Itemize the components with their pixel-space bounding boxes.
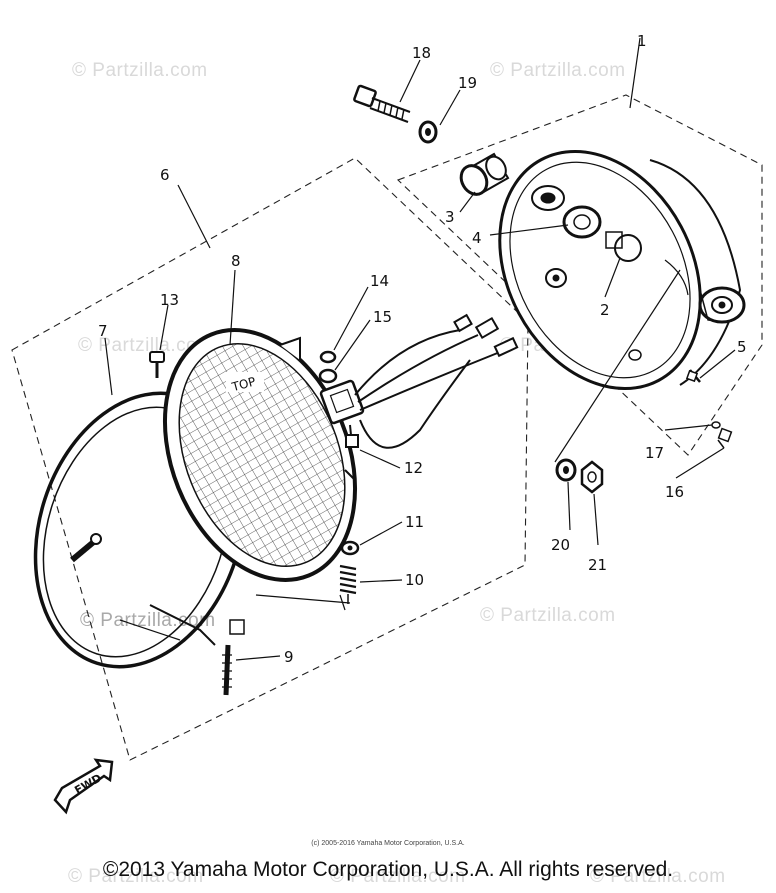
callout-12: 12 bbox=[404, 459, 423, 477]
callout-3: 3 bbox=[445, 208, 455, 226]
callout-13: 13 bbox=[160, 291, 179, 309]
washer-20 bbox=[555, 458, 577, 482]
callout-7: 7 bbox=[98, 322, 108, 340]
callout-8: 8 bbox=[231, 252, 241, 270]
bolt-16 bbox=[717, 427, 733, 449]
callout-17: 17 bbox=[645, 444, 664, 462]
callout-16: 16 bbox=[665, 483, 684, 501]
adjusting-screw-9 bbox=[222, 619, 245, 696]
callout-18: 18 bbox=[412, 44, 431, 62]
grommet bbox=[459, 152, 510, 196]
footer-copyright: ©2013 Yamaha Motor Corporation, U.S.A. A… bbox=[102, 858, 674, 881]
sealed-beam-unit bbox=[162, 328, 358, 582]
callout-10: 10 bbox=[405, 571, 424, 589]
lens-top-marking: TOP bbox=[229, 374, 257, 394]
small-copyright: (c) 2005-2016 Yamaha Motor Corporation, … bbox=[311, 840, 465, 847]
headlight-housing bbox=[498, 149, 746, 391]
nut-5 bbox=[685, 369, 699, 383]
fwd-arrow-icon bbox=[53, 758, 114, 815]
callout-19: 19 bbox=[458, 74, 477, 92]
watermark: © Partzilla.com bbox=[68, 866, 204, 887]
group-boundary-right bbox=[396, 94, 763, 456]
callout-4: 4 bbox=[472, 229, 482, 247]
screw-13 bbox=[149, 351, 165, 378]
watermark: © Partzilla.com bbox=[78, 335, 214, 356]
watermark: © Partzilla.com bbox=[490, 60, 626, 81]
callout-9: 9 bbox=[284, 648, 294, 666]
watermark: © Partzilla.com bbox=[590, 866, 726, 887]
washer-14 bbox=[319, 350, 337, 364]
washer-17 bbox=[711, 421, 721, 429]
callout-21: 21 bbox=[588, 556, 607, 574]
watermark: © Partzilla.com bbox=[72, 60, 208, 81]
nut-21 bbox=[580, 460, 604, 494]
callout-11: 11 bbox=[405, 513, 424, 531]
watermark: © Partzilla.com bbox=[480, 605, 616, 626]
callout-15: 15 bbox=[373, 308, 392, 326]
nut-15 bbox=[318, 368, 338, 384]
leader-lines bbox=[104, 37, 736, 661]
bolt-18 bbox=[353, 84, 411, 123]
washer-19 bbox=[418, 120, 438, 144]
group-boundary-left bbox=[11, 157, 529, 761]
callout-14: 14 bbox=[370, 272, 389, 290]
washer-11 bbox=[340, 540, 360, 556]
callout-5: 5 bbox=[737, 338, 747, 356]
callout-2: 2 bbox=[600, 301, 610, 319]
callout-20: 20 bbox=[551, 536, 570, 554]
callout-6: 6 bbox=[160, 166, 170, 184]
spring-10 bbox=[339, 564, 357, 604]
socket-and-wiring bbox=[319, 313, 519, 449]
callout-1: 1 bbox=[637, 32, 647, 50]
watermark: © Partzilla.com bbox=[330, 866, 466, 887]
